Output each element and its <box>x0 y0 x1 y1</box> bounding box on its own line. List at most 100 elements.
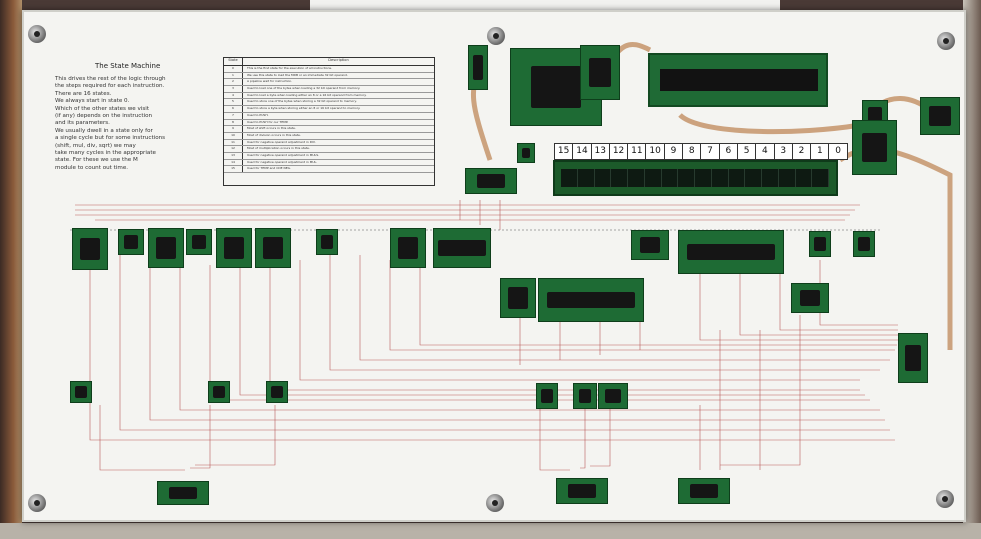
state-description: This is the first state for the executio… <box>247 66 333 70</box>
state-number: 6 <box>224 106 243 112</box>
state-number: 10 <box>224 132 243 139</box>
connector-board <box>468 45 488 90</box>
connector-board <box>852 120 897 175</box>
state-description: We use this state to load the MDB or an … <box>247 72 348 77</box>
digit-label: 2 <box>793 144 812 159</box>
table-row: 0 This is the first state for the executi… <box>224 66 434 73</box>
state-number: 5 <box>224 99 243 106</box>
logic-board <box>433 228 491 268</box>
state-number: 3 <box>224 86 243 92</box>
state-number: 15 <box>224 166 243 172</box>
state-description: Used for negative operand adjustment in … <box>247 159 318 164</box>
state-table-header: State Description <box>224 58 434 66</box>
panel-description: The State Machine This drives the rest o… <box>55 62 215 172</box>
output-connector-board <box>157 481 209 505</box>
mounting-screw <box>487 27 505 45</box>
digit-label: 1 <box>811 144 830 159</box>
logic-board <box>216 228 252 268</box>
logic-board <box>148 228 184 268</box>
table-row: 5 Used to store one of the bytes when sto… <box>224 99 434 107</box>
state-header: State <box>224 58 243 65</box>
mounting-screw <box>936 490 954 508</box>
ribbon-header-board <box>465 168 517 194</box>
state-description: Used for negative operand adjustment in … <box>247 152 320 157</box>
mounting-screw <box>28 25 46 43</box>
register-chip-strip <box>660 69 818 91</box>
logic-board <box>390 228 426 268</box>
digit-label: 10 <box>646 144 665 159</box>
state-number: 12 <box>224 146 243 152</box>
table-row: 6 Used to store a byte when storing eithe… <box>224 106 434 113</box>
logic-board <box>255 228 291 268</box>
description-header: Description <box>328 58 349 62</box>
logic-board <box>538 278 644 322</box>
connector-board <box>920 97 960 135</box>
register-board <box>648 53 828 107</box>
state-description: Used to store one of the bytes when stor… <box>247 99 357 104</box>
state-number: 11 <box>224 139 243 146</box>
right-wall <box>963 0 981 539</box>
state-description: A pipeline wait for instruction. <box>247 79 293 84</box>
floor-strip <box>0 523 981 539</box>
digit-label: 13 <box>592 144 610 159</box>
state-description: Used to PUSH for our TEMP. <box>247 119 289 124</box>
panel-title: The State Machine <box>95 62 161 70</box>
connector-board <box>580 45 620 100</box>
logic-board <box>186 229 212 255</box>
table-row: 12 Most of multiplication occurs in this … <box>224 146 434 153</box>
logic-board <box>316 229 338 255</box>
logic-board <box>573 383 597 409</box>
digit-label: 4 <box>756 144 775 159</box>
state-description: Used to load a byte when loading either … <box>247 92 367 97</box>
logic-board <box>208 381 230 403</box>
output-connector-board <box>678 478 730 504</box>
small-board <box>517 143 535 163</box>
state-number: 14 <box>224 159 243 166</box>
table-row: 15 Used for TEMP and CDE NEG. <box>224 166 434 173</box>
state-number: 13 <box>224 152 243 159</box>
logic-board <box>70 381 92 403</box>
output-connector-board <box>556 478 608 504</box>
table-row: 13 Used for negative operand adjustment i… <box>224 152 434 160</box>
logic-board <box>678 230 784 274</box>
digit-label: 5 <box>738 144 757 159</box>
state-table: State Description 0 This is the first sta… <box>223 57 435 186</box>
digit-label: 0 <box>835 146 841 156</box>
state-description: Most of multiplication occurs in this st… <box>247 146 310 151</box>
led-window <box>561 169 829 187</box>
state-description: Used to PUSH. <box>247 112 269 117</box>
mounting-screw <box>486 494 504 512</box>
logic-board <box>598 383 628 409</box>
digit-label: 3 <box>775 144 793 159</box>
mounting-screw <box>937 32 955 50</box>
digit-label: 7 <box>701 144 720 159</box>
logic-board <box>809 231 831 257</box>
table-row: 3 Used to load one of the bytes when load… <box>224 86 434 93</box>
state-number: 4 <box>224 92 243 99</box>
logic-board <box>72 228 108 270</box>
state-description: Used to load one of the bytes when loadi… <box>247 86 361 91</box>
state-number: 1 <box>224 72 243 79</box>
digit-label: 11 <box>628 144 647 159</box>
state-description: Most of shift occurs in this state. <box>247 126 296 131</box>
state-description: Used for TEMP and CDE NEG. <box>247 166 291 171</box>
state-description: Used to store a byte when storing either… <box>247 106 361 111</box>
table-row: 14 Used for negative operand adjustment i… <box>224 159 434 167</box>
state-digit-labels: 15 14 13 12 11 10 9 8 7 6 5 4 3 2 1 0 <box>554 143 848 160</box>
connector-board <box>898 333 928 383</box>
logic-board <box>500 278 536 318</box>
digit-label: 9 <box>665 144 684 159</box>
digit-label: 15 <box>555 144 574 159</box>
state-number: 0 <box>224 66 243 72</box>
logic-board <box>536 383 558 409</box>
digit-label: 8 <box>683 144 702 159</box>
logic-board <box>631 230 669 260</box>
panel-description-text: This drives the rest of the logic throug… <box>55 76 166 171</box>
